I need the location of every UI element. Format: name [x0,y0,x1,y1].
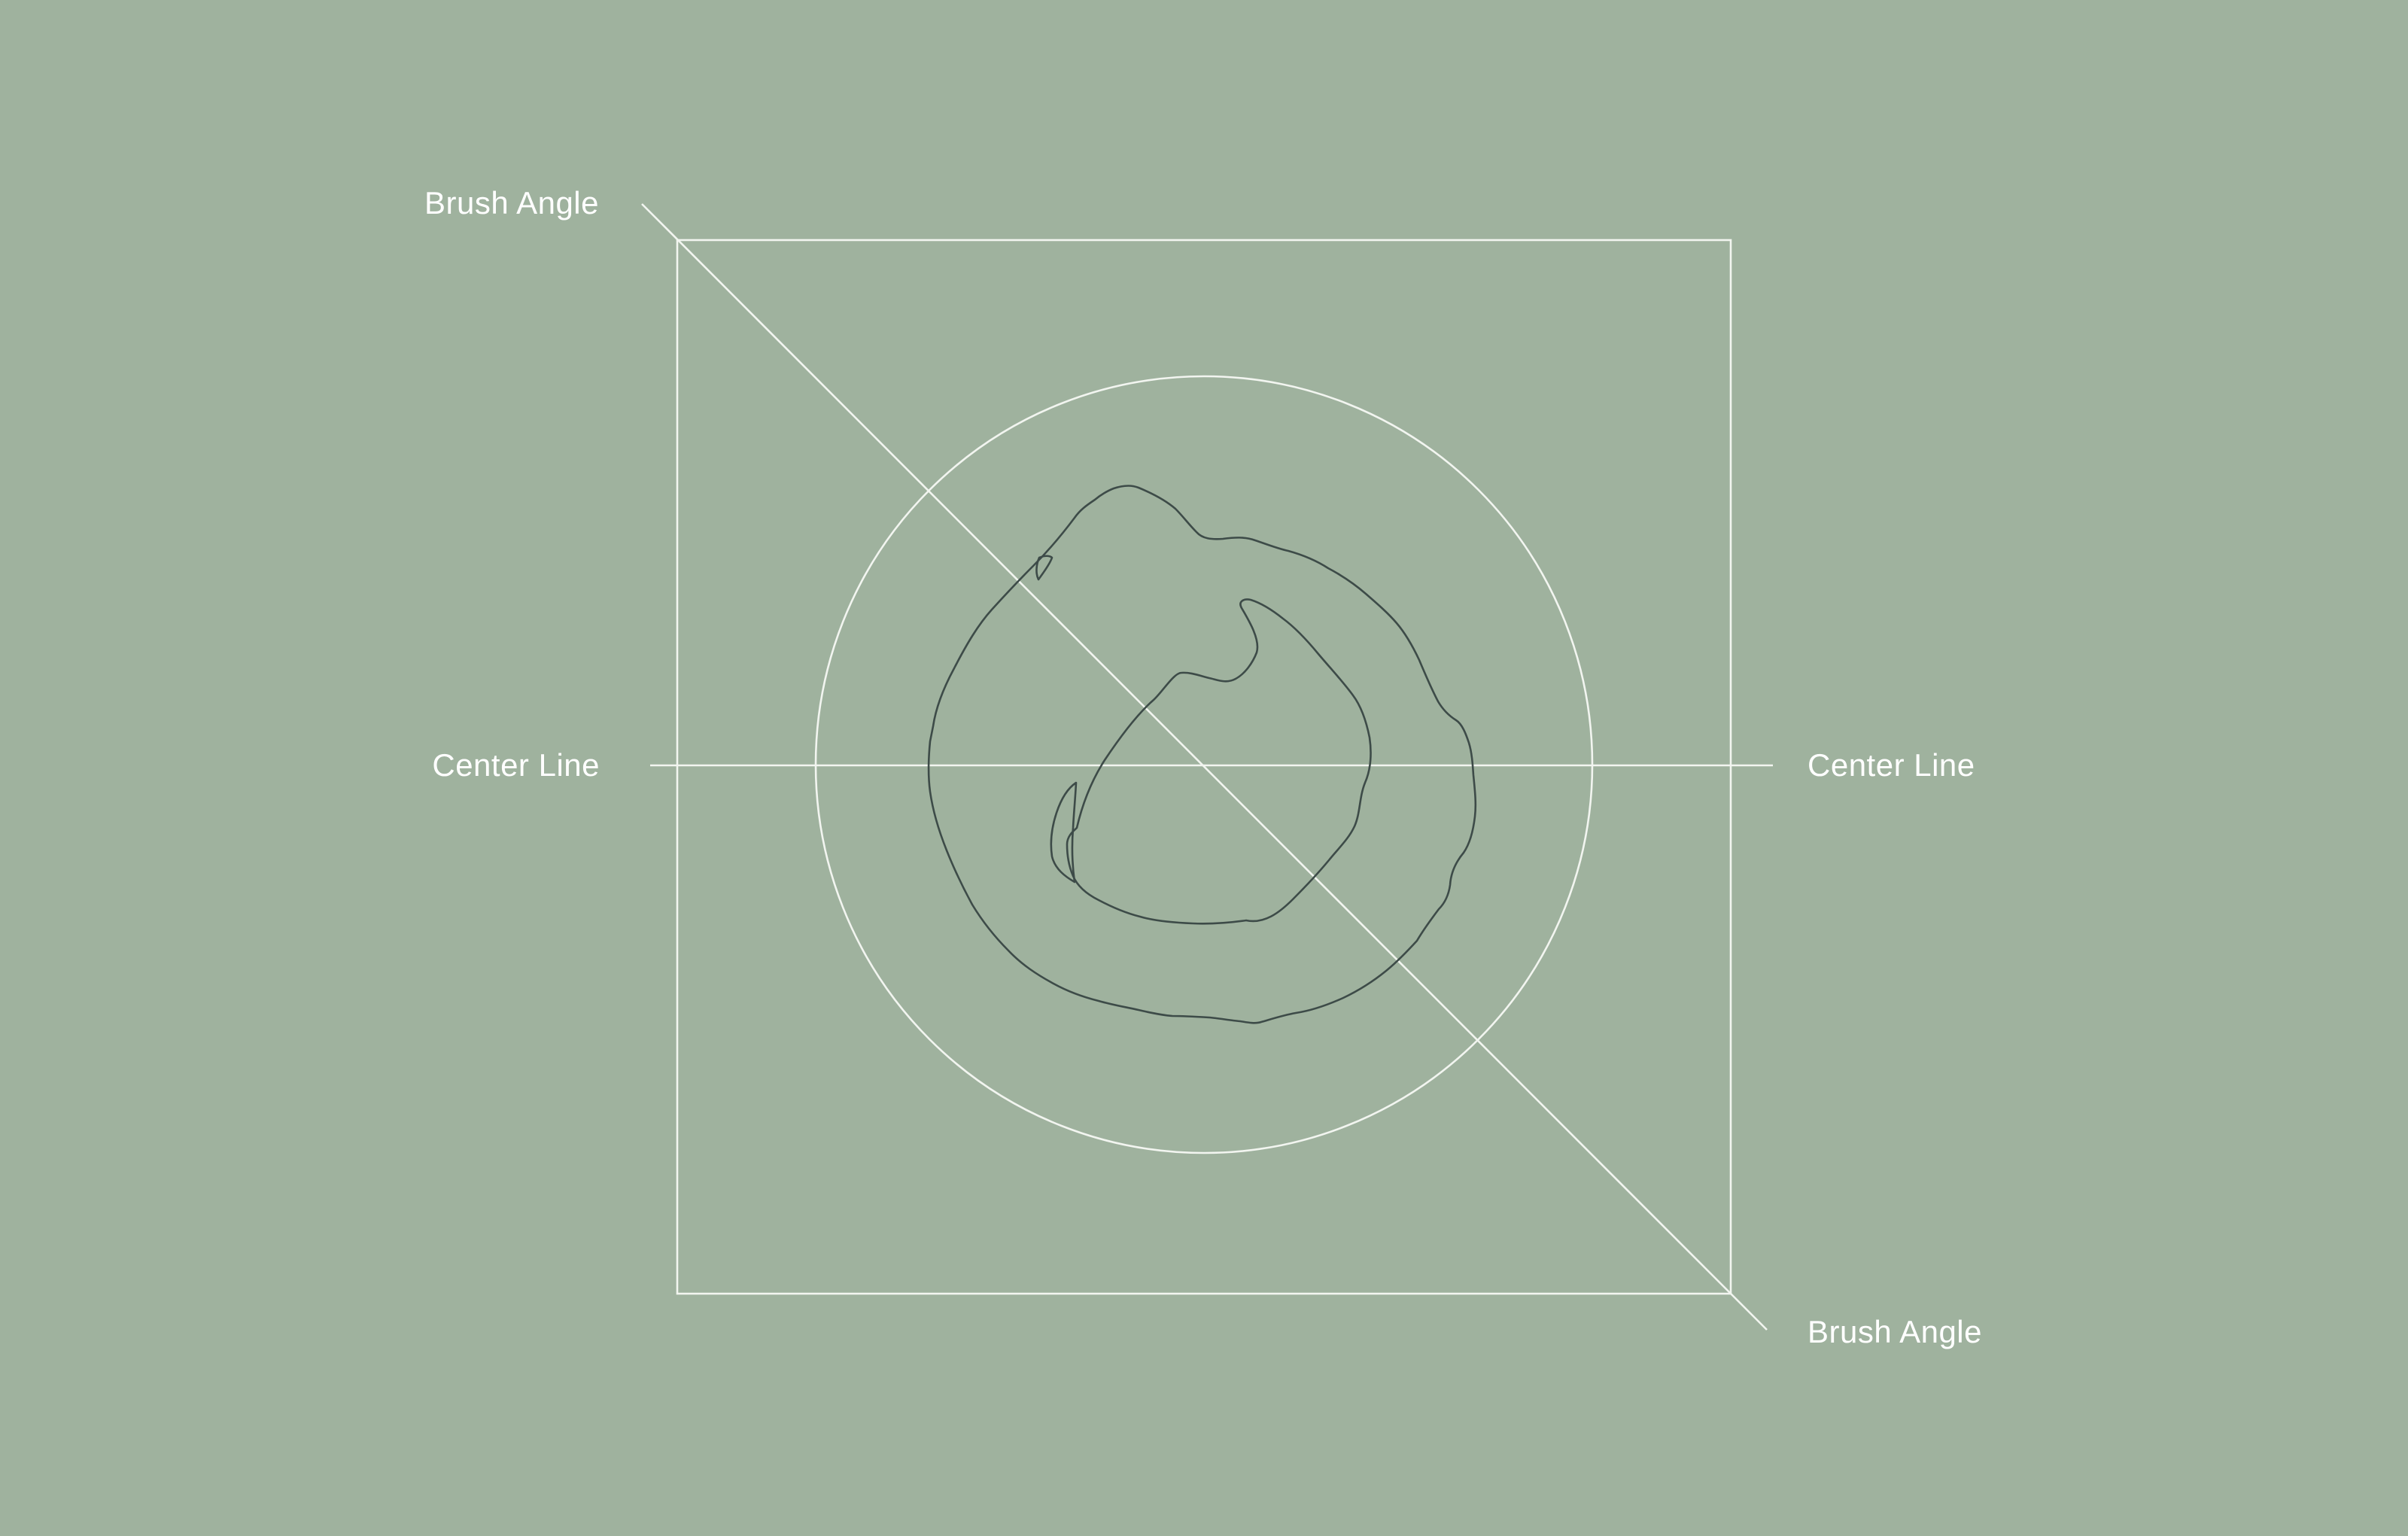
brush-angle-label-top: Brush Angle [424,185,599,221]
enso-brush-stroke [927,485,1477,1024]
enso-inner-outline [1066,598,1372,925]
center-line-label-left: Center Line [432,747,600,783]
enso-fleck [1035,555,1054,581]
diagram-labels: Brush Angle Center Line Center Line Brus… [424,185,1982,1349]
construction-guides [641,203,1773,1331]
center-line-label-right: Center Line [1808,747,1975,783]
bounding-square [676,239,1732,1295]
enso-tail-splinter [1050,781,1078,884]
enso-outer-outline [927,485,1477,1024]
brush-angle-line [641,203,1768,1331]
brush-angle-label-bottom: Brush Angle [1808,1314,1982,1349]
